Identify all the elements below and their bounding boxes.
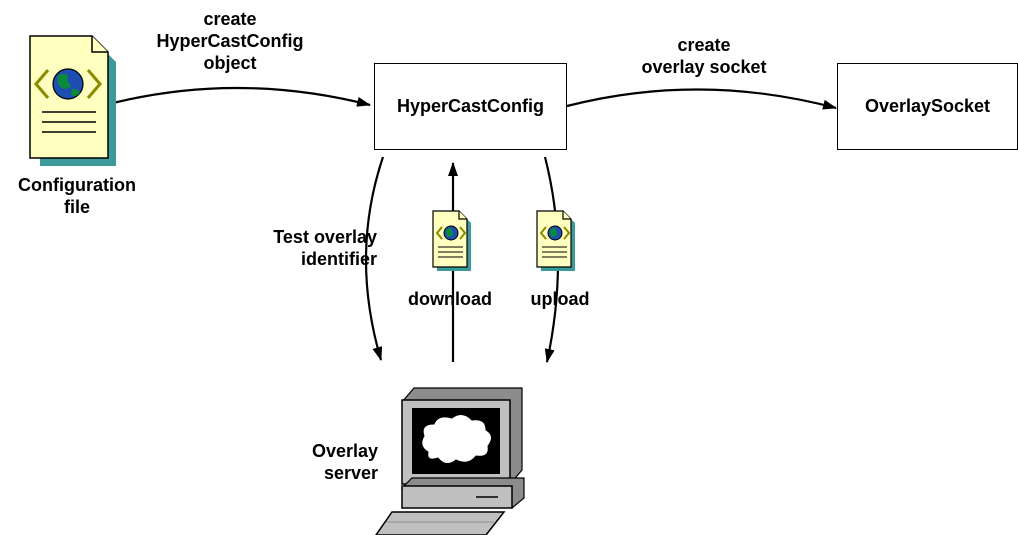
edge-label-download: download [408,289,492,309]
hypercastconfig-node: HyperCastConfig [374,63,567,150]
edge-label-create-config: create HyperCastConfig object [156,9,304,73]
edge-label-upload: upload [530,289,590,309]
hypercastconfig-label: HyperCastConfig [396,96,544,116]
edge-label-create-socket: create overlay socket [641,35,767,77]
configuration-file-label: Configuration file [18,175,136,217]
edge-create-socket [566,88,837,110]
edge-label-test-identifier: Test overlay identifier [273,227,377,269]
xml-document-icon [536,210,575,271]
overlaysocket-node: OverlaySocket [837,63,1018,150]
overlay-server-label: Overlay server [311,441,378,483]
edge-test-identifier [364,156,385,361]
overlaysocket-label: OverlaySocket [864,96,991,116]
globe-icon [52,68,84,100]
xml-document-icon [432,210,471,271]
edge-create-config [112,86,371,107]
xml-document-icon [29,35,116,166]
cloud-icon [421,414,492,464]
computer-server-icon [375,387,525,535]
